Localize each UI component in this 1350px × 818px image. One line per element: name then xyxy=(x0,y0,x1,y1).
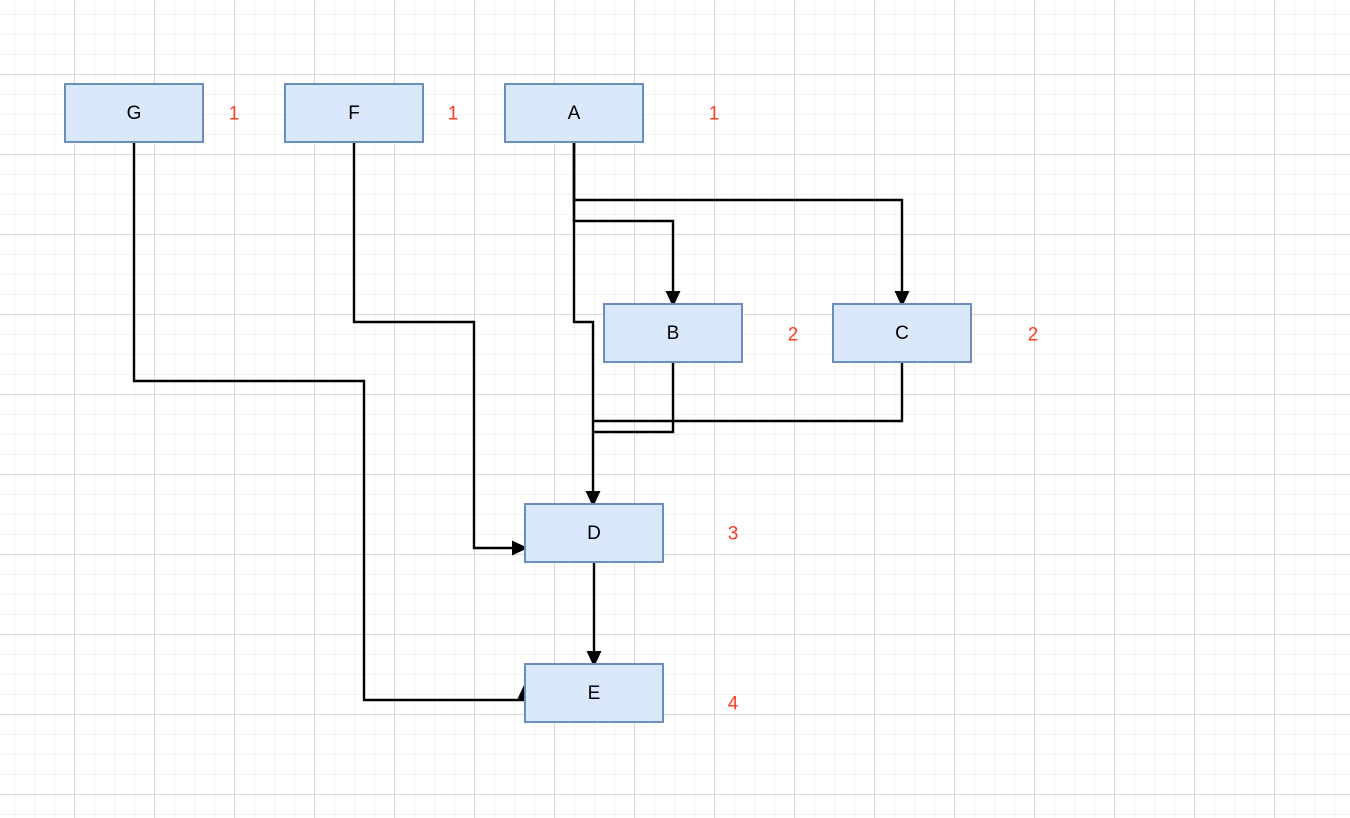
node-label: F xyxy=(348,102,360,124)
node-a[interactable]: A xyxy=(504,83,644,143)
node-d[interactable]: D xyxy=(524,503,664,563)
badge-b: 2 xyxy=(787,324,799,346)
edge-G-E xyxy=(132,143,524,702)
edge-A-B xyxy=(572,143,675,292)
node-g[interactable]: G xyxy=(64,83,204,143)
node-b[interactable]: B xyxy=(603,303,743,363)
node-label: E xyxy=(587,682,601,704)
node-label: D xyxy=(587,522,601,544)
badge-e: 4 xyxy=(727,693,739,715)
node-label: G xyxy=(126,102,142,124)
edge-B-D xyxy=(593,363,675,434)
edge-C-D xyxy=(593,363,904,423)
badge-f: 1 xyxy=(447,103,459,125)
badge-c: 2 xyxy=(1027,324,1039,346)
badge-a: 1 xyxy=(708,103,720,125)
badge-g: 1 xyxy=(228,103,240,125)
badge-d: 3 xyxy=(727,523,739,545)
node-label: C xyxy=(895,322,909,344)
node-f[interactable]: F xyxy=(284,83,424,143)
edge-A-C xyxy=(572,143,904,292)
node-c[interactable]: C xyxy=(832,303,972,363)
edge-F-D xyxy=(352,143,513,550)
edge-A-D xyxy=(572,143,595,492)
node-label: B xyxy=(666,322,680,344)
node-e[interactable]: E xyxy=(524,663,664,723)
node-label: A xyxy=(567,102,581,124)
